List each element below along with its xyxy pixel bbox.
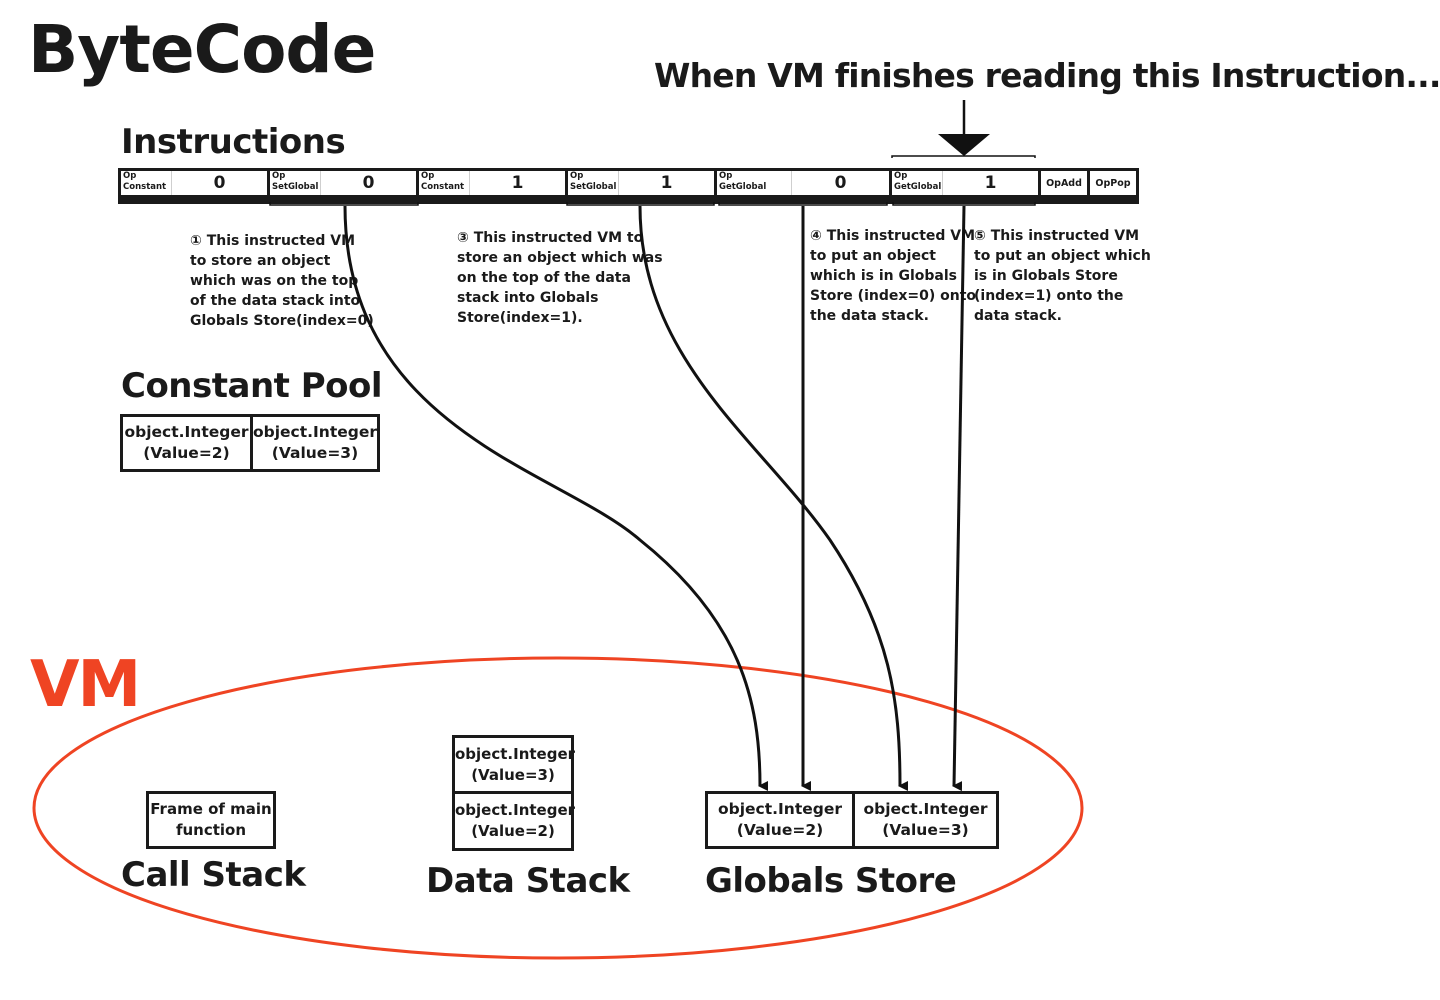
constant-pool-item: object.Integer(Value=2): [123, 417, 253, 469]
operand: 1: [984, 173, 997, 193]
constant-pool-item: object.Integer(Value=3): [252, 423, 377, 462]
data-stack: object.Integer(Value=3) object.Integer(V…: [452, 735, 576, 851]
data-stack-item: object.Integer(Value=2): [455, 801, 576, 840]
operand: 0: [362, 173, 375, 193]
constant-pool: object.Integer(Value=2) object.Integer(V…: [120, 414, 380, 472]
highlight-bracket: [891, 155, 1036, 158]
note-getglobal-0: ④ This instructed VM to put an object wh…: [810, 228, 977, 324]
constant-pool-heading: Constant Pool: [121, 366, 383, 406]
note-setglobal-1: ③ This instructed VM to store an object …: [457, 230, 663, 326]
pointer-arrow-head-icon: [938, 134, 990, 156]
instructions-heading: Instructions: [121, 122, 346, 162]
data-stack-heading: Data Stack: [426, 861, 630, 901]
data-stack-item: object.Integer(Value=3): [455, 738, 575, 794]
globals-store-item: object.Integer(Value=2): [708, 794, 855, 846]
annotation-heading: When VM finishes reading this Instructio…: [654, 56, 1440, 95]
globals-store-item: object.Integer(Value=3): [863, 800, 988, 839]
globals-store: object.Integer(Value=2) object.Integer(V…: [705, 791, 999, 849]
instruction-op-pop: OpPop: [1090, 171, 1136, 195]
instruction-op-add: OpAdd: [1041, 171, 1087, 195]
operand: 0: [213, 173, 226, 193]
call-stack-heading: Call Stack: [121, 855, 306, 895]
note-setglobal-0: ① This instructed VM to store an object …: [190, 233, 374, 329]
operand: 1: [660, 173, 673, 193]
note-getglobal-1: ⑤ This instructed VM to put an object wh…: [974, 228, 1151, 324]
vm-label: VM: [30, 648, 141, 722]
globals-store-heading: Globals Store: [705, 861, 957, 901]
bytecode-title: ByteCode: [28, 11, 376, 88]
operand: 0: [834, 173, 847, 193]
operand: 1: [511, 173, 524, 193]
